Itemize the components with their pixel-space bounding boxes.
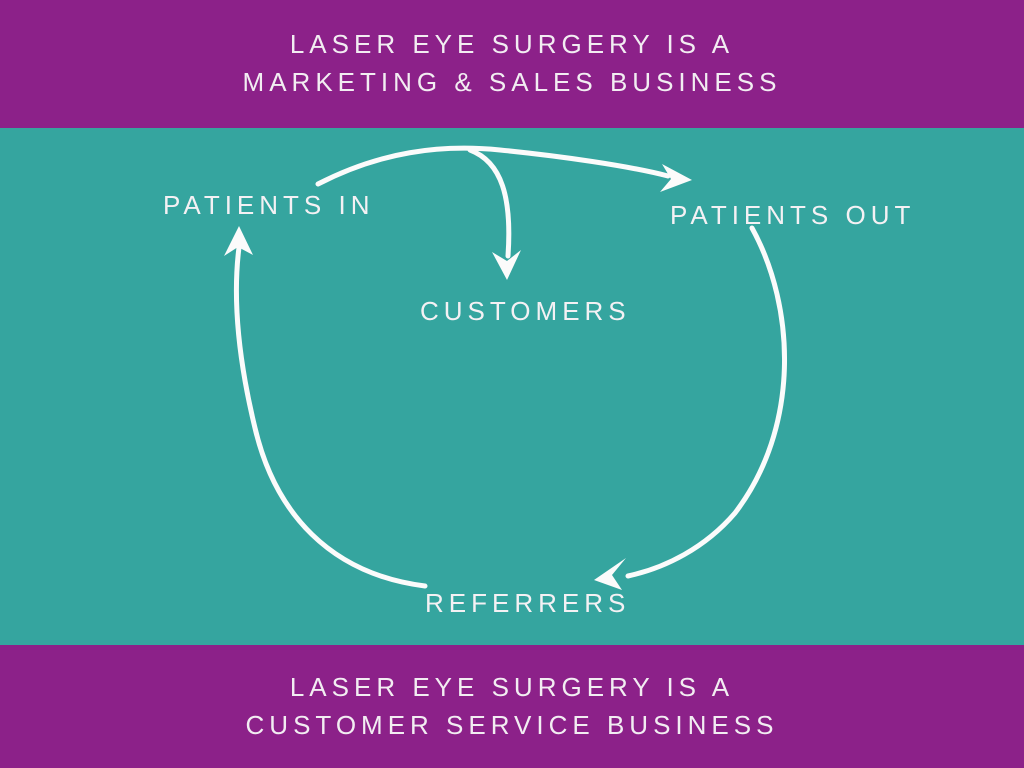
arrow-patients-in-to-patients-out: [315, 145, 671, 187]
arrowhead-patients-out-icon: [660, 164, 692, 192]
label-referrers: REFERRERS: [425, 588, 631, 618]
top-banner: LASER EYE SURGERY IS A MARKETING & SALES…: [0, 0, 1024, 128]
label-patients-out: PATIENTS OUT: [670, 200, 916, 230]
arrowhead-referrers-icon: [594, 558, 626, 590]
arrow-referrers-to-patients-in: [234, 237, 428, 589]
cycle-arrows-graphic: [224, 145, 787, 590]
arrow-patients-out-to-referrers: [625, 225, 787, 579]
label-patients-in: PATIENTS IN: [163, 190, 375, 220]
bottom-banner-line1: LASER EYE SURGERY IS A: [289, 671, 735, 702]
arrowhead-patients-in-icon: [224, 226, 253, 256]
cycle-diagram: PATIENTS IN PATIENTS OUT CUSTOMERS REFER…: [0, 128, 1024, 645]
arrowhead-customers-icon: [492, 250, 521, 280]
label-customers: CUSTOMERS: [420, 296, 631, 326]
top-banner-line2: MARKETING & SALES BUSINESS: [242, 67, 782, 97]
arrow-to-customers: [467, 147, 512, 259]
bottom-banner: LASER EYE SURGERY IS A CUSTOMER SERVICE …: [0, 645, 1024, 768]
bottom-banner-line2: CUSTOMER SERVICE BUSINESS: [245, 709, 779, 740]
top-banner-line1: LASER EYE SURGERY IS A: [289, 29, 735, 60]
